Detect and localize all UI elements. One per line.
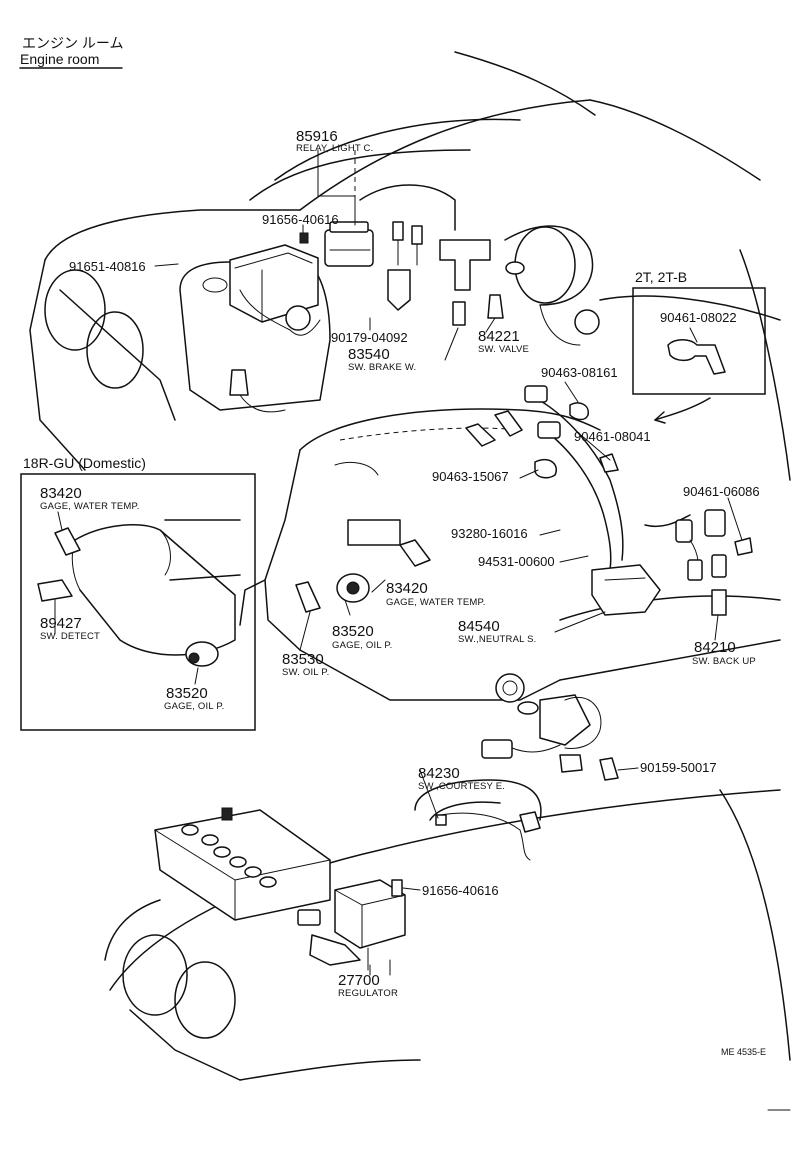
inset-water-temp-gage	[54, 527, 81, 556]
callout-13-part-number: 83520	[332, 623, 374, 640]
inset-18r-frame	[20, 473, 256, 731]
callout-12-desc: GAGE, WATER TEMP.	[386, 597, 486, 608]
callout-labels: 85916 RELAY, LIGHT C. 91656-40616 91651-…	[69, 128, 760, 999]
throttle-bracket	[387, 239, 600, 346]
inset-2t-frame	[632, 287, 766, 395]
callout-7-part-number: 90461-08041	[574, 429, 651, 444]
inset-18r-gu: 18R-GU (Domestic) 83420 GAGE, WATER TEMP…	[20, 455, 256, 731]
engine-block	[239, 408, 781, 701]
leader-lines	[154, 149, 743, 971]
callout-12-part-number: 83420	[386, 580, 428, 597]
callout-13-desc: GAGE, OIL P.	[332, 640, 392, 651]
inset-18r-desc-1: SW. DETECT	[40, 631, 100, 642]
callout-9-part-number: 90461-06086	[683, 484, 760, 499]
washer-pump	[229, 369, 286, 413]
inset-detect-switch	[37, 579, 73, 602]
callout-1-part-number: 91656-40616	[262, 212, 339, 227]
callout-11-part-number: 94531-00600	[478, 554, 555, 569]
inset-2t-2tb: 2T, 2T-B 90461-08022	[632, 269, 766, 395]
inset-18r-desc-2: GAGE, OIL P.	[164, 701, 224, 712]
callout-10-part-number: 93280-16016	[451, 526, 528, 541]
voltage-regulator-upper	[229, 244, 321, 336]
callout-2-part-number: 91651-40816	[69, 259, 146, 274]
inset-18r-desc-0: GAGE, WATER TEMP.	[40, 501, 140, 512]
callout-17-desc: SW.,COURTESY E.	[418, 781, 505, 792]
callout-4-desc: SW. BRAKE W.	[348, 362, 416, 373]
inset-2t-part-number: 90461-08022	[660, 310, 737, 325]
engine-sensors	[295, 410, 523, 613]
callout-5-part-number: 84221	[478, 328, 520, 345]
back-up-switch-harness	[644, 509, 753, 616]
inset-2t-title: 2T, 2T-B	[635, 269, 687, 285]
callout-17-part-number: 84230	[418, 765, 460, 782]
neutral-switch-harness	[524, 385, 661, 616]
inset-18r-pn-0: 83420	[40, 485, 82, 502]
callout-4-part-number: 83540	[348, 346, 390, 363]
inset-18r-title: 18R-GU (Domestic)	[23, 455, 146, 471]
vehicle-body-lower	[104, 779, 791, 1081]
callout-14-desc: SW.,NEUTRAL S.	[458, 634, 536, 645]
callout-20-desc: REGULATOR	[338, 988, 398, 999]
inset-2t-arrowhead	[654, 411, 666, 424]
callout-20-part-number: 27700	[338, 972, 380, 989]
callout-0-part-number: 85916	[296, 128, 338, 145]
diagram-reference-code: ME 4535-E	[721, 1047, 766, 1057]
relay-light-control	[324, 150, 374, 267]
courtesy-harness-lower	[435, 811, 541, 861]
inset-18r-pn-2: 83520	[166, 685, 208, 702]
callout-0-desc: RELAY, LIGHT C.	[296, 143, 373, 154]
callout-3-part-number: 90179-04092	[331, 330, 408, 345]
inset-18r-pn-1: 89427	[40, 615, 82, 632]
inset-2t-arrow	[654, 397, 711, 421]
callout-8-part-number: 90463-15067	[432, 469, 509, 484]
battery	[154, 807, 331, 921]
callout-5-desc: SW. VALVE	[478, 344, 529, 355]
callout-16-part-number: 83530	[282, 651, 324, 668]
courtesy-switch-area	[481, 673, 619, 781]
vehicle-body-upper	[29, 51, 791, 481]
callout-16-desc: SW. OIL P.	[282, 667, 329, 678]
callout-19-part-number: 91656-40616	[422, 883, 499, 898]
title-japanese: エンジン ルーム	[22, 35, 123, 51]
title-english: Engine room	[20, 51, 99, 67]
clamp-2t	[667, 339, 726, 375]
callout-15-part-number: 84210	[694, 639, 736, 656]
callout-15-desc: SW. BACK UP	[692, 656, 756, 667]
relay-bolts	[299, 221, 423, 266]
callout-14-part-number: 84540	[458, 618, 500, 635]
regulator-lower	[297, 879, 406, 976]
callout-18-part-number: 90159-50017	[640, 760, 717, 775]
callout-6-part-number: 90463-08161	[541, 365, 618, 380]
